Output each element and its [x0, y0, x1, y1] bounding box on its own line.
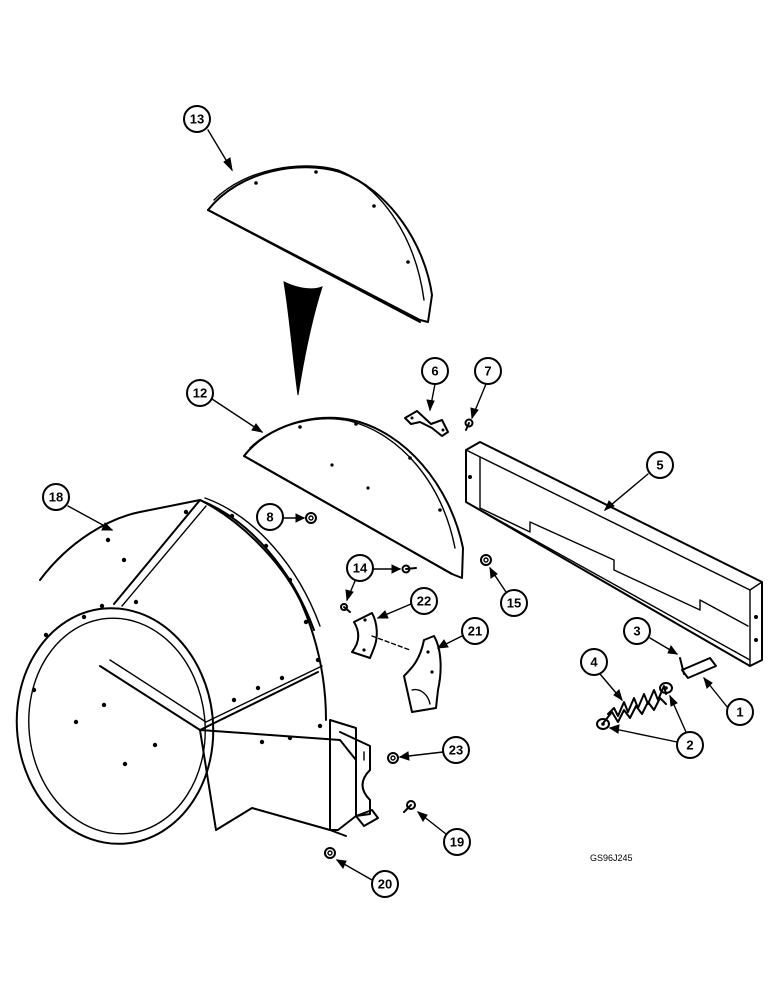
callout-number: 23: [449, 743, 463, 758]
callout-number: 6: [431, 364, 438, 379]
callout-18: 18: [42, 483, 70, 511]
callout-circle: [256, 503, 284, 531]
callout-19: 19: [443, 828, 471, 856]
callout-circle: [726, 698, 754, 726]
part-21-bracket-plate: [403, 635, 442, 713]
callout-circle: [371, 870, 399, 898]
part-14-bolts: [340, 564, 417, 613]
callout-number: 4: [590, 655, 598, 670]
callout-number: 15: [507, 596, 521, 611]
callout-circle: [461, 617, 489, 645]
callout-23: 23: [442, 736, 470, 764]
callout-circle: [442, 736, 470, 764]
callout-number: 5: [656, 458, 663, 473]
callout-5: 5: [646, 451, 674, 479]
callout-1: 1: [726, 698, 754, 726]
callout-circle: [421, 357, 449, 385]
callout-circle: [183, 105, 211, 133]
seal-strip: [283, 281, 323, 396]
callout-6: 6: [421, 357, 449, 385]
callout-8: 8: [256, 503, 284, 531]
part-20-nut: [324, 847, 336, 859]
callout-3: 3: [623, 617, 651, 645]
callout-circle: [474, 357, 502, 385]
callout-number: 1: [736, 705, 743, 720]
callout-2: 2: [676, 731, 704, 759]
callout-circle: [443, 828, 471, 856]
callout-number: 12: [193, 386, 207, 401]
callout-circle: [500, 589, 528, 617]
callout-circle: [623, 617, 651, 645]
callout-number: 14: [353, 561, 368, 576]
part-23-nut: [387, 752, 399, 764]
callout-number: 8: [266, 510, 273, 525]
part-8-nut: [305, 512, 317, 524]
callout-12: 12: [186, 379, 214, 407]
part-15-nut: [480, 554, 492, 566]
callout-22: 22: [410, 587, 438, 615]
callout-7: 7: [474, 357, 502, 385]
part-22-bracket-plate: [351, 612, 378, 659]
callout-number: 3: [633, 624, 640, 639]
part-1-clip: [681, 657, 717, 679]
callout-20: 20: [371, 870, 399, 898]
part-6-bracket: [404, 410, 449, 437]
callout-21: 21: [461, 617, 489, 645]
callout-circle: [346, 554, 374, 582]
callout-4: 4: [580, 648, 608, 676]
callout-15: 15: [500, 589, 528, 617]
callout-circle: [42, 483, 70, 511]
part-7-screw: [464, 418, 474, 431]
part-13-upper-shield: [207, 165, 433, 323]
callout-number: 21: [468, 624, 482, 639]
callout-circle: [676, 731, 704, 759]
drawing-code: GS96J245: [590, 853, 633, 863]
part-2-washers: [596, 682, 673, 730]
callout-circle: [410, 587, 438, 615]
callout-number: 7: [484, 364, 491, 379]
part-19-bolt: [403, 800, 416, 813]
callout-number: 19: [450, 835, 464, 850]
callout-number: 20: [378, 877, 392, 892]
callout-number: 2: [686, 738, 693, 753]
callout-13: 13: [183, 105, 211, 133]
part-5-cover-plate: [465, 441, 763, 667]
leader-lines: [67, 129, 729, 881]
part-12-lower-shield: [243, 416, 464, 579]
callout-number: 13: [190, 112, 204, 127]
callout-number: 22: [417, 594, 431, 609]
callout-14: 14: [346, 554, 374, 582]
part-18-fan-housing: [15, 497, 379, 845]
part-4-spring: [603, 685, 667, 723]
callout-circle: [186, 379, 214, 407]
callout-circle: [646, 451, 674, 479]
callout-circle: [580, 648, 608, 676]
callout-number: 18: [49, 490, 63, 505]
